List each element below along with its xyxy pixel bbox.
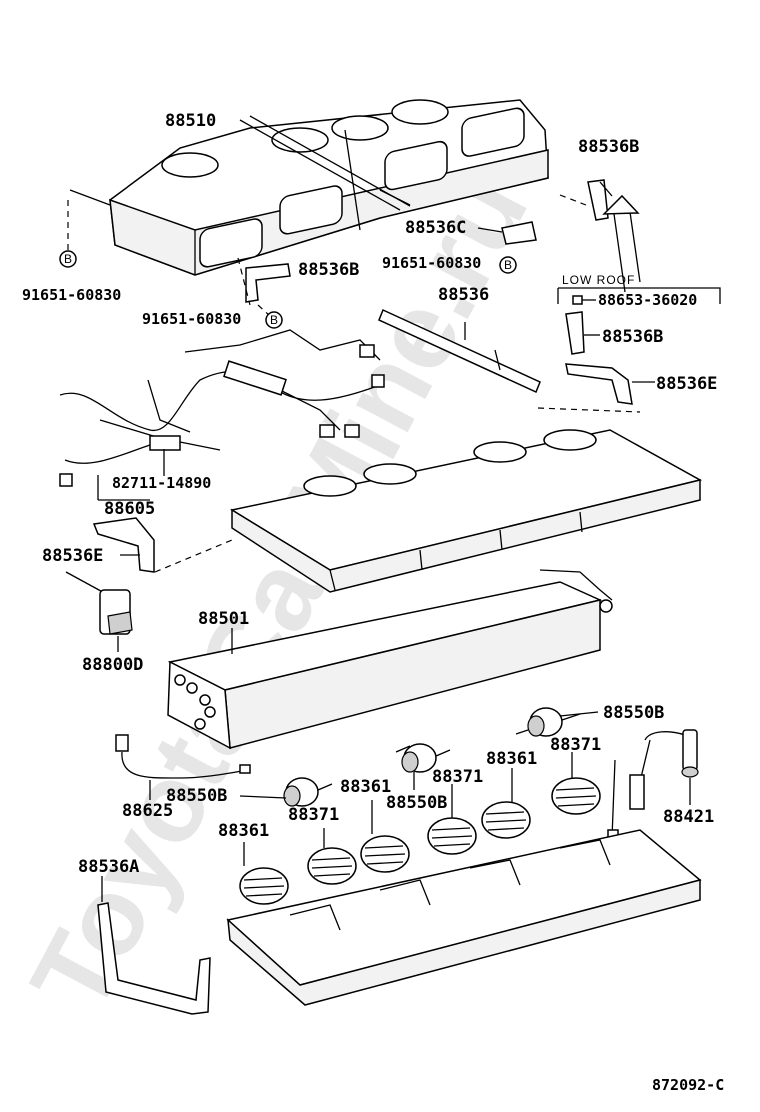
blower-motor-88550b-left[interactable] <box>283 777 333 807</box>
blower-fan-88371-mid[interactable] <box>427 817 477 855</box>
diagram-code: 872092-C <box>652 1076 724 1094</box>
leader-dash <box>559 194 587 206</box>
lower-blower-case[interactable] <box>226 829 702 1006</box>
bracket-88536b-top[interactable] <box>587 179 613 221</box>
label-88371-left: 88371 <box>288 805 339 825</box>
bracket-88536b-right[interactable] <box>565 311 585 355</box>
rail-88536[interactable] <box>378 308 541 394</box>
label-88371-right: 88371 <box>550 735 601 755</box>
label-88361-mid: 88361 <box>340 777 391 797</box>
label-88361-right: 88361 <box>486 749 537 769</box>
label-88536: 88536 <box>438 285 489 305</box>
label-88536a: 88536A <box>78 857 139 877</box>
duct-assembly-88510[interactable] <box>69 99 549 276</box>
rail-tabs <box>464 322 501 371</box>
leader-dash <box>154 539 233 573</box>
blower-fan-88361-mid[interactable] <box>360 835 410 873</box>
label-88536b-right: 88536B <box>602 327 663 347</box>
label-88510: 88510 <box>165 111 216 131</box>
label-88550b-left: 88550B <box>166 786 227 806</box>
thermistor-88800d[interactable] <box>65 571 133 635</box>
direction-arrow <box>613 211 641 293</box>
blower-fan-88371-right[interactable] <box>551 777 601 815</box>
leader <box>477 227 503 233</box>
label-88536b-mid: 88536B <box>298 260 359 280</box>
label-88625: 88625 <box>122 801 173 821</box>
blower-motor-88550b-right[interactable] <box>515 707 581 737</box>
label-low-roof: LOW ROOF <box>562 273 635 287</box>
expansion-valve-88421[interactable] <box>607 729 699 841</box>
blower-fan-88371-left[interactable] <box>307 847 357 885</box>
label-88536c: 88536C <box>405 218 466 238</box>
leader <box>239 795 287 799</box>
label-88605: 88605 <box>104 499 155 519</box>
ref-b-left <box>59 250 77 268</box>
blower-fan-88361-right[interactable] <box>481 801 531 839</box>
low-roof-bracket-line <box>557 287 721 304</box>
leader <box>559 711 599 717</box>
blower-fan-88361-left[interactable] <box>239 867 289 905</box>
bracket-88536b-mid[interactable] <box>245 263 291 303</box>
label-b-mid: B <box>270 313 279 327</box>
leader <box>97 449 165 501</box>
lower-housing-cover[interactable] <box>230 429 703 593</box>
label-88550b-mid: 88550B <box>386 793 447 813</box>
bracket-88536e-right[interactable] <box>565 363 633 405</box>
label-91651-left: 91651-60830 <box>22 286 121 304</box>
evaporator-88501[interactable] <box>167 569 613 750</box>
label-88361-left: 88361 <box>218 821 269 841</box>
leader-dash <box>537 407 641 413</box>
wire-harness-88605[interactable] <box>59 329 385 487</box>
label-91651-right: 91651-60830 <box>382 254 481 272</box>
label-b-right: B <box>504 258 513 272</box>
bracket-88536a[interactable] <box>97 902 211 1015</box>
label-82711: 82711-14890 <box>112 474 211 492</box>
label-b-left: B <box>64 252 73 266</box>
blower-motor-88550b-mid[interactable] <box>395 743 451 773</box>
label-88536e-right: 88536E <box>656 374 717 394</box>
ref-b-right <box>499 256 517 274</box>
label-88653: 88653-36020 <box>598 291 697 309</box>
label-88536e-left: 88536E <box>42 546 103 566</box>
ref-b-mid <box>265 311 283 329</box>
label-91651-mid: 91651-60830 <box>142 310 241 328</box>
label-88501: 88501 <box>198 609 249 629</box>
label-88421: 88421 <box>663 807 714 827</box>
label-88371-mid: 88371 <box>432 767 483 787</box>
label-88536b-top: 88536B <box>578 137 639 157</box>
bracket-88536c[interactable] <box>501 221 537 245</box>
bracket-88536e-left[interactable] <box>92 517 155 573</box>
label-88550b-right: 88550B <box>603 703 664 723</box>
clip-88653[interactable] <box>572 295 583 305</box>
arrow-head <box>602 194 640 215</box>
label-88800d: 88800D <box>82 655 143 675</box>
sensor-wire-88625[interactable] <box>115 734 251 779</box>
